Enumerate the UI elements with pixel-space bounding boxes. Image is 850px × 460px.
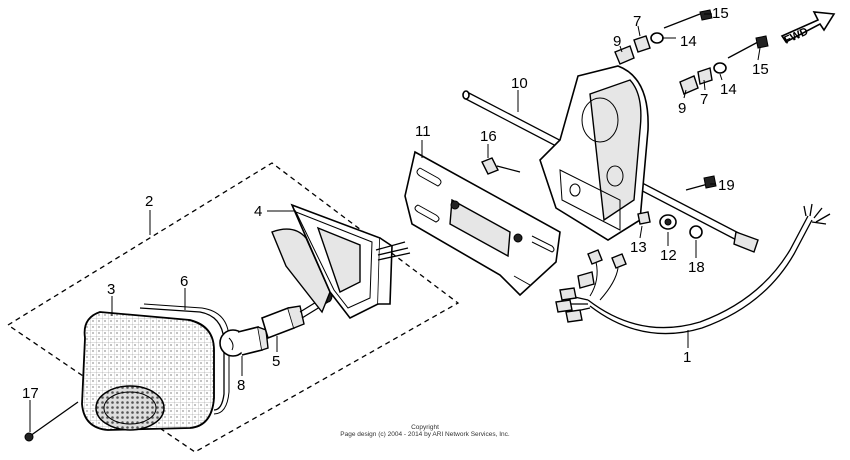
- callout-5: 5: [272, 353, 280, 370]
- copyright-line-2: Page design (c) 2004 - 2014 by ARI Netwo…: [340, 431, 510, 438]
- bolt-19: [685, 175, 717, 191]
- callout-labels: 2 3 6 4 5 8 17 11 16 10 1 13 12 18 19 9 …: [22, 5, 769, 402]
- callout-2: 2: [145, 193, 153, 210]
- fwd-arrow: FWD: [780, 11, 836, 47]
- callout-13: 13: [630, 239, 647, 256]
- callout-14b: 14: [720, 81, 737, 98]
- callout-16: 16: [480, 128, 497, 145]
- callout-19: 19: [718, 177, 735, 194]
- taillight-assembly-box: [6, 162, 460, 453]
- tail-light-lens: [81, 311, 215, 431]
- callout-14a: 14: [680, 33, 697, 50]
- leader-lines: [29, 13, 761, 432]
- callout-3: 3: [107, 281, 115, 298]
- bulb: [219, 326, 269, 357]
- callout-7a: 7: [633, 13, 641, 30]
- callout-11: 11: [415, 123, 431, 140]
- callout-10: 10: [511, 75, 528, 92]
- tail-light-case: [271, 203, 411, 320]
- callout-7b: 7: [700, 91, 708, 108]
- callout-15a: 15: [712, 5, 729, 22]
- hardware-upper: [614, 9, 769, 95]
- license-bracket: [404, 150, 561, 297]
- fwd-label: FWD: [782, 26, 810, 47]
- callout-18: 18: [688, 259, 705, 276]
- callout-9b: 9: [678, 100, 686, 117]
- callout-1: 1: [683, 349, 691, 366]
- callout-15b: 15: [752, 61, 769, 78]
- callout-17: 17: [22, 385, 39, 402]
- callout-8: 8: [237, 377, 245, 394]
- bolt-16: [481, 157, 521, 175]
- hardware-lower: [637, 211, 703, 239]
- wire-harness: [555, 203, 831, 335]
- screw-17: [24, 401, 79, 442]
- rear-bracket: [539, 65, 649, 241]
- callout-6: 6: [180, 273, 188, 290]
- callout-12: 12: [660, 247, 677, 264]
- callout-9a: 9: [613, 33, 621, 50]
- copyright-line-1: Copyright: [411, 424, 439, 431]
- callout-4: 4: [254, 203, 262, 220]
